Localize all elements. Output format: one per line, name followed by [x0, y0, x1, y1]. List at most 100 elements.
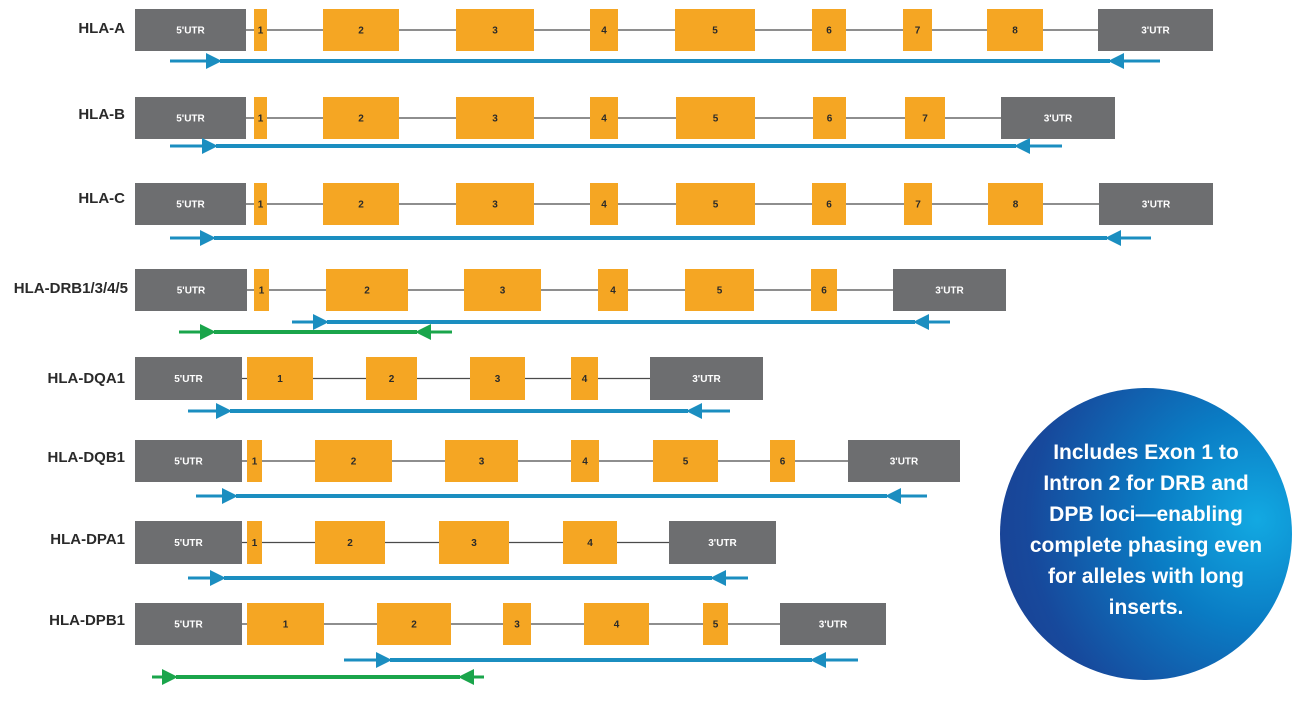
exon-box-label: 3 [514, 620, 520, 631]
callout-circle: Includes Exon 1 to Intron 2 for DRB and … [1000, 388, 1292, 680]
gene-label-hla-drb: HLA-DRB1/3/4/5 [13, 280, 128, 297]
exon-box [676, 97, 755, 139]
exon-box-label: 5 [712, 26, 718, 37]
exon-box [676, 183, 755, 225]
exon-box [653, 440, 718, 482]
exon-box [987, 9, 1043, 51]
exon-box-label: 7 [915, 26, 921, 37]
exon-box [590, 183, 618, 225]
utr3-box [1098, 9, 1213, 51]
exon-box-label: 4 [614, 620, 620, 631]
utr5-box [135, 603, 242, 645]
blue-forward-arrow-icon [216, 403, 232, 419]
exon-box [703, 603, 728, 645]
utr5-box-label: 5'UTR [174, 457, 203, 468]
blue-forward-arrow-icon [206, 53, 222, 69]
exon-box-label: 1 [258, 114, 264, 125]
exon-box [988, 183, 1043, 225]
green-forward-arrow-icon [200, 324, 216, 340]
exon-box [247, 521, 262, 564]
utr3-box-label: 3'UTR [1044, 114, 1073, 125]
exon-box-label: 1 [283, 620, 289, 631]
exon-box-label: 4 [587, 538, 593, 549]
exon-box-label: 5 [717, 286, 723, 297]
exon-box-label: 2 [358, 26, 364, 37]
exon-box-label: 2 [358, 114, 364, 125]
exon-box-label: 3 [492, 114, 498, 125]
utr3-box [650, 357, 763, 400]
exon-box [439, 521, 509, 564]
exon-box-label: 4 [601, 200, 607, 211]
utr3-box [1001, 97, 1115, 139]
exon-box-label: 2 [351, 457, 357, 468]
exon-box [685, 269, 754, 311]
blue-forward-arrow-icon [202, 138, 218, 154]
utr5-box-label: 5'UTR [176, 26, 205, 37]
exon-box-label: 2 [364, 286, 370, 297]
exon-box-label: 2 [358, 200, 364, 211]
gene-label-hla-a: HLA-A [78, 20, 125, 37]
exon-box-label: 2 [411, 620, 417, 631]
exon-box-label: 3 [495, 374, 501, 385]
exon-box [813, 97, 846, 139]
exon-box [315, 521, 385, 564]
exon-box [445, 440, 518, 482]
exon-box-label: 1 [258, 200, 264, 211]
gene-label-hla-dpa1: HLA-DPA1 [50, 531, 125, 548]
blue-forward-arrow-icon [210, 570, 226, 586]
exon-box [323, 9, 399, 51]
blue-reverse-arrow-icon [1014, 138, 1030, 154]
utr3-box-label: 3'UTR [1141, 26, 1170, 37]
exon-box [904, 183, 932, 225]
exon-box [503, 603, 531, 645]
exon-box [811, 269, 837, 311]
exon-box [323, 97, 399, 139]
exon-box-label: 1 [259, 286, 265, 297]
exon-box [247, 357, 313, 400]
exon-box-label: 6 [826, 26, 832, 37]
gene-label-hla-dqa1: HLA-DQA1 [47, 370, 126, 387]
exon-box [590, 97, 618, 139]
utr5-box [135, 357, 242, 400]
exon-box-label: 8 [1012, 26, 1018, 37]
gene-label-hla-b: HLA-B [78, 106, 125, 123]
exon-box-label: 5 [713, 620, 719, 631]
gene-label-hla-c: HLA-C [78, 190, 125, 207]
exon-box [903, 9, 932, 51]
exon-box [675, 9, 755, 51]
exon-box-label: 8 [1013, 200, 1019, 211]
exon-box [254, 97, 267, 139]
exon-box-label: 1 [252, 457, 258, 468]
exon-box [315, 440, 392, 482]
blue-reverse-arrow-icon [1108, 53, 1124, 69]
exon-box [456, 183, 534, 225]
callout-text: Includes Exon 1 to Intron 2 for DRB and … [1029, 441, 1263, 619]
blue-reverse-arrow-icon [885, 488, 901, 504]
exon-box [247, 603, 324, 645]
green-reverse-arrow-icon [415, 324, 431, 340]
utr5-box-label: 5'UTR [177, 286, 206, 297]
exon-box [905, 97, 945, 139]
gene-label-hla-dpb1: HLA-DPB1 [49, 612, 125, 629]
exon-box-label: 2 [389, 374, 395, 385]
exon-box-label: 3 [479, 457, 485, 468]
utr5-box [135, 97, 246, 139]
utr3-box [893, 269, 1006, 311]
blue-reverse-arrow-icon [1105, 230, 1121, 246]
utr5-box [135, 521, 242, 564]
exon-box-label: 4 [610, 286, 616, 297]
utr3-box-label: 3'UTR [935, 286, 964, 297]
exon-box-label: 1 [252, 538, 258, 549]
exon-box [470, 357, 525, 400]
blue-reverse-arrow-icon [913, 314, 929, 330]
exon-box [571, 440, 599, 482]
green-reverse-arrow-icon [458, 669, 474, 685]
exon-box-label: 7 [922, 114, 928, 125]
blue-forward-arrow-icon [200, 230, 216, 246]
utr5-box-label: 5'UTR [176, 114, 205, 125]
utr3-box [1099, 183, 1213, 225]
exon-box-label: 3 [500, 286, 506, 297]
utr3-box-label: 3'UTR [819, 620, 848, 631]
exon-box-label: 6 [821, 286, 827, 297]
